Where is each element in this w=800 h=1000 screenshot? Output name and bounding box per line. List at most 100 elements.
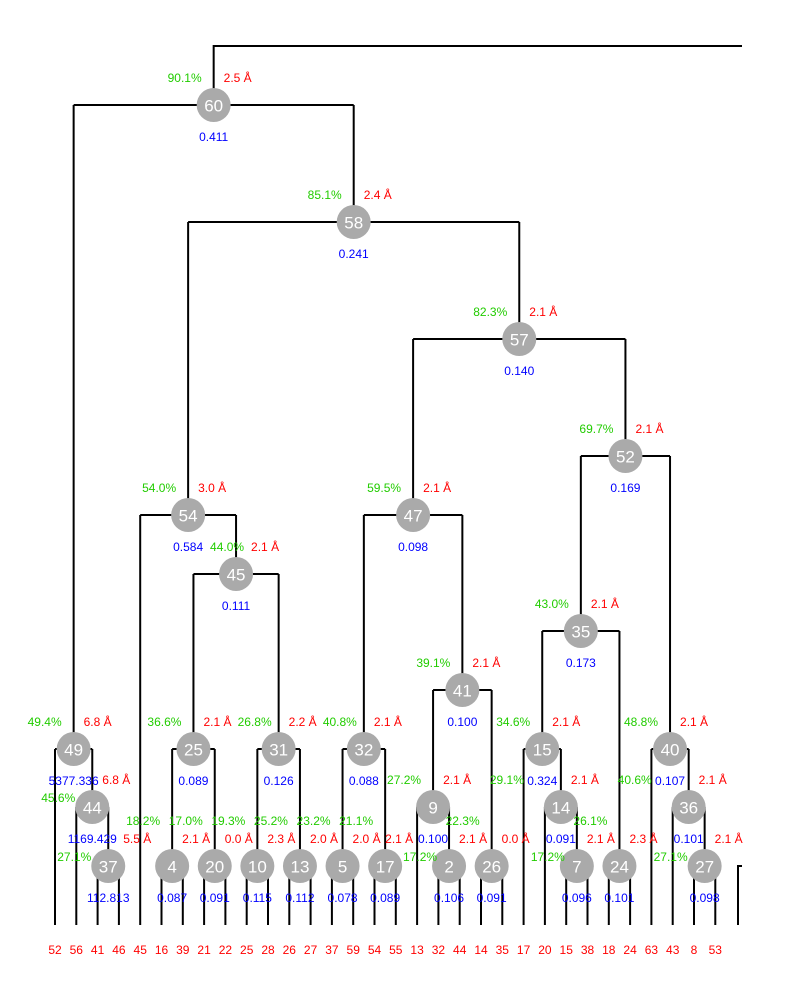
node-13[interactable] [282, 849, 317, 883]
node-15[interactable] [525, 732, 560, 766]
node-distance: 2.2 Å [289, 714, 317, 729]
node-distance: 2.3 Å [629, 831, 657, 846]
node-score: 0.106 [434, 891, 464, 905]
node-distance: 2.1 Å [587, 831, 615, 846]
node-32[interactable] [346, 732, 381, 766]
node-20[interactable] [197, 849, 232, 883]
node-60[interactable] [196, 88, 231, 122]
node-distance: 2.0 Å [310, 831, 338, 846]
node-26[interactable] [474, 849, 509, 883]
node-distance: 2.1 Å [251, 539, 279, 554]
node-percent: 27.1% [654, 850, 688, 864]
node-id-label: 9 [428, 799, 437, 818]
node-percent: 40.6% [618, 773, 652, 787]
node-id-label: 44 [83, 799, 102, 818]
leaf-label: 59 [347, 943, 361, 957]
leaf-label: 14 [474, 943, 488, 957]
node-distance: 2.1 Å [423, 480, 451, 495]
node-58[interactable] [336, 205, 371, 239]
node-score: 0.101 [604, 891, 634, 905]
node-57[interactable] [502, 322, 537, 356]
node-id-label: 60 [204, 97, 223, 116]
node-id-label: 40 [661, 741, 680, 760]
leaf-label: 32 [432, 943, 446, 957]
node-distance: 2.1 Å [472, 655, 500, 670]
node-percent: 27.1% [57, 850, 91, 864]
node-distance: 2.1 Å [591, 596, 619, 611]
node-14[interactable] [543, 790, 578, 824]
node-percent: 43.0% [535, 597, 569, 611]
node-score: 0.091 [477, 891, 507, 905]
node-id-label: 47 [404, 507, 423, 526]
node-37[interactable] [91, 849, 126, 883]
node-score: 0.115 [243, 891, 272, 905]
node-27[interactable] [687, 849, 722, 883]
node-percent: 44.0% [210, 540, 244, 554]
node-9[interactable] [416, 790, 451, 824]
node-distance: 2.1 Å [374, 714, 402, 729]
node-47[interactable] [396, 498, 431, 532]
node-percent: 23.2% [297, 814, 331, 828]
node-49[interactable] [56, 732, 91, 766]
node-distance: 2.1 Å [552, 714, 580, 729]
node-36[interactable] [671, 790, 706, 824]
node-percent: 34.6% [496, 715, 530, 729]
node-id-label: 27 [695, 858, 714, 877]
node-distance: 3.0 Å [198, 480, 226, 495]
leaf-label: 37 [325, 943, 339, 957]
node-distance: 2.4 Å [364, 187, 392, 202]
node-54[interactable] [171, 498, 206, 532]
node-id-label: 57 [510, 331, 529, 350]
node-7[interactable] [559, 849, 594, 883]
node-id-label: 45 [227, 566, 246, 585]
offscreen-edge [737, 865, 742, 925]
node-id-label: 20 [205, 858, 224, 877]
node-31[interactable] [261, 732, 296, 766]
node-17[interactable] [368, 849, 403, 883]
node-40[interactable] [653, 732, 688, 766]
node-score: 0.324 [527, 774, 557, 788]
node-distance: 2.1 Å [203, 714, 231, 729]
node-35[interactable] [563, 614, 598, 648]
leaf-label: 20 [538, 943, 552, 957]
node-10[interactable] [240, 849, 275, 883]
node-percent: 85.1% [308, 188, 342, 202]
node-id-label: 31 [269, 741, 288, 760]
node-distance: 2.1 Å [459, 831, 487, 846]
leaf-label: 43 [666, 943, 680, 957]
node-5[interactable] [325, 849, 360, 883]
node-52[interactable] [608, 439, 643, 473]
leaf-label: 45 [134, 943, 148, 957]
node-score: 0.107 [655, 774, 685, 788]
node-score: 112.813 [87, 891, 130, 905]
node-percent: 40.8% [323, 715, 357, 729]
node-percent: 59.5% [367, 481, 401, 495]
leaf-label: 54 [368, 943, 382, 957]
node-score: 0.100 [418, 832, 448, 846]
node-distance: 2.0 Å [353, 831, 381, 846]
node-percent: 69.7% [579, 422, 613, 436]
node-25[interactable] [176, 732, 211, 766]
leaf-label: 52 [48, 943, 62, 957]
node-44[interactable] [75, 790, 110, 824]
node-id-label: 5 [338, 858, 347, 877]
node-distance: 2.1 Å [443, 772, 471, 787]
leaf-label: 41 [91, 943, 105, 957]
node-distance: 2.1 Å [182, 831, 210, 846]
node-distance: 2.5 Å [224, 70, 252, 85]
leaf-label: 21 [197, 943, 211, 957]
leaf-label: 13 [410, 943, 424, 957]
node-id-label: 10 [248, 858, 267, 877]
node-percent: 36.6% [147, 715, 181, 729]
node-id-label: 7 [572, 858, 581, 877]
node-2[interactable] [432, 849, 467, 883]
node-distance: 2.1 Å [529, 304, 557, 319]
node-41[interactable] [445, 673, 480, 707]
node-4[interactable] [155, 849, 190, 883]
node-percent: 17.2% [403, 850, 437, 864]
node-45[interactable] [219, 557, 254, 591]
node-score: 0.584 [173, 540, 203, 554]
node-24[interactable] [602, 849, 637, 883]
node-score: 0.101 [674, 832, 704, 846]
leaf-label: 44 [453, 943, 467, 957]
